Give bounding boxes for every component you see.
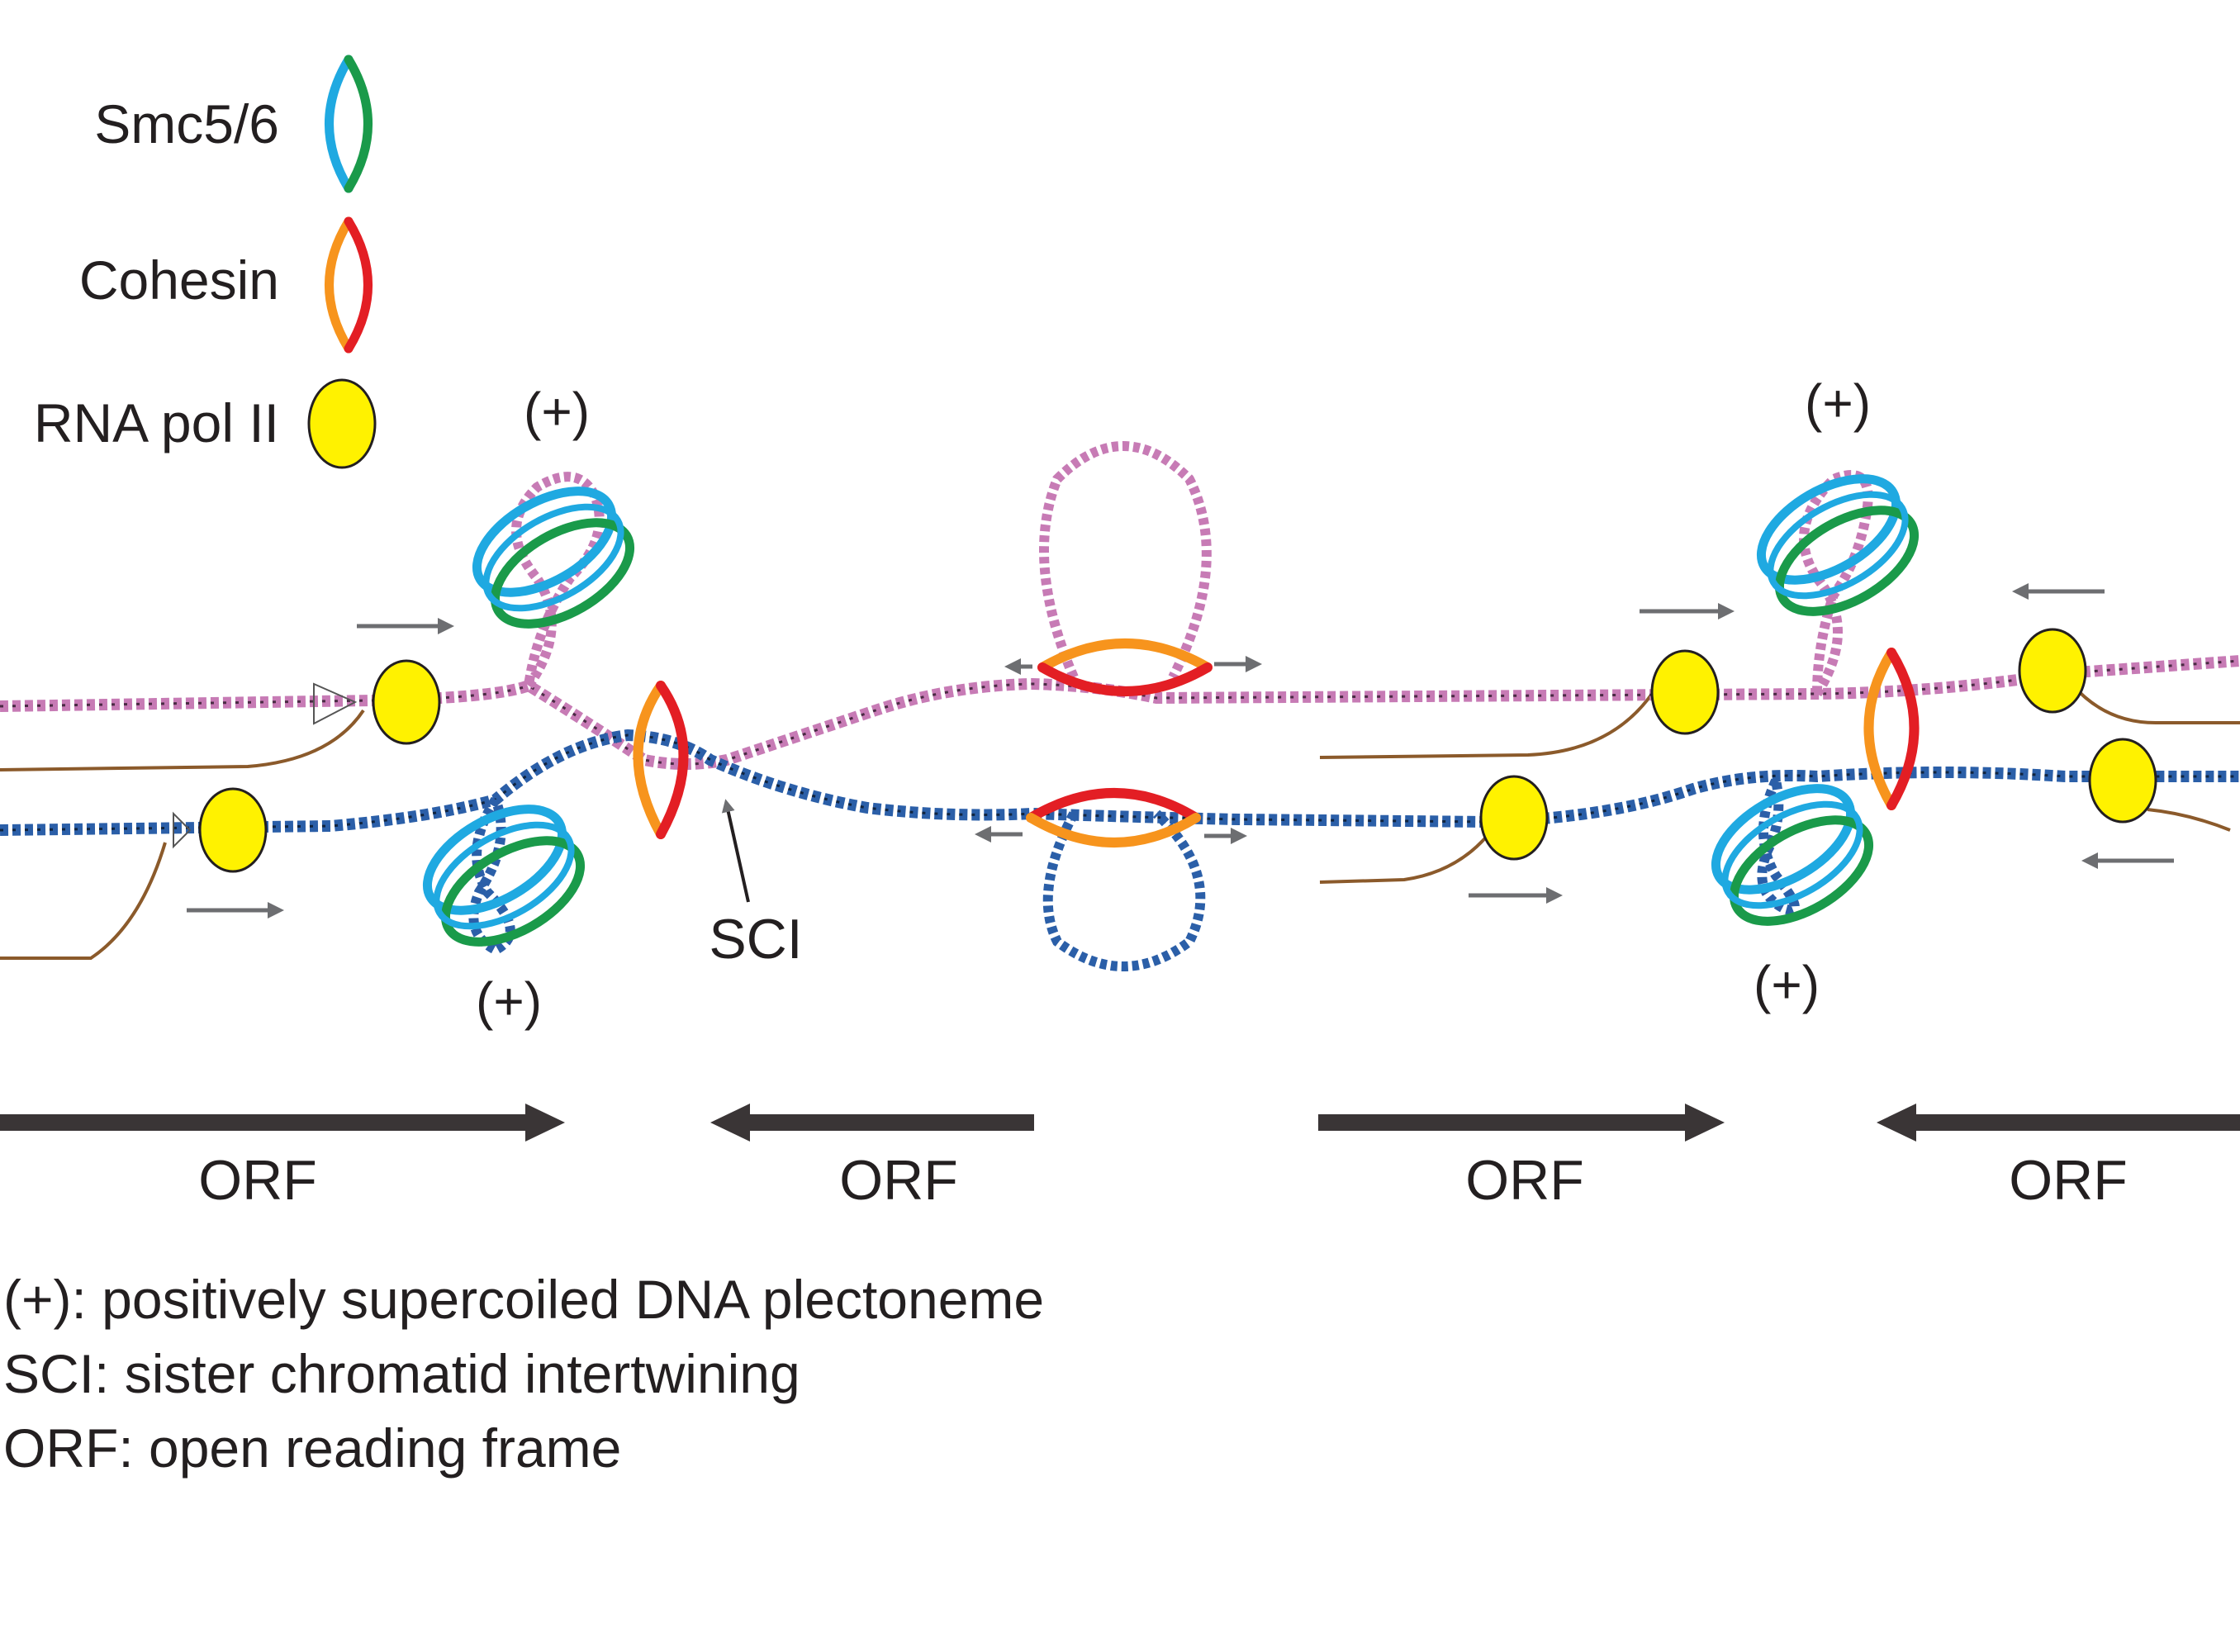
rna-transcript [1319,692,1654,759]
orf-arrow-left [1877,1104,2240,1142]
rna-pol-ii [313,659,441,745]
rna-transcript [0,842,167,960]
legend-rnapol-label: RNA pol II [34,392,279,453]
smc56-legend-icon [325,55,373,193]
definitions: (+): positively supercoiled DNA plectone… [3,1269,1044,1479]
loop-bottom [1042,809,1206,971]
plectoneme-right-bottom [1757,778,1800,915]
sci-pointer-arrow [721,799,750,903]
smc56-complex-right-top [1756,474,1920,616]
plectoneme-left-top [511,472,605,689]
smc56-complex-right-bottom [1711,784,1874,926]
chromatid-top [0,441,2240,770]
plectoneme-label-left-top: (+) [524,382,590,441]
smc56-complexes [422,474,1920,947]
rna-transcript [1319,824,1497,884]
rna-pol-ii [1479,775,1549,861]
definition-sci: SCI: sister chromatid intertwining [3,1343,800,1404]
plectoneme-labels: (+) (+) (+) (+) [476,373,1871,1031]
legend: Smc5/6 Cohesin RNA pol II [34,55,377,469]
rna-pol-ii [2018,628,2087,714]
orf-label: ORF [839,1149,958,1212]
definition-orf: ORF: open reading frame [3,1417,621,1479]
smc56-complex-left-top [472,487,635,629]
cohesin-ring-loop-top [1037,638,1213,696]
plectoneme-label-right-top: (+) [1805,373,1871,433]
cohesin-ring-loop-bottom [1026,788,1201,847]
orf-label: ORF [2009,1149,2128,1212]
orf-arrows [0,1104,2240,1142]
plectoneme-right-top [1799,470,1873,697]
orf-label: ORF [198,1149,317,1212]
orf-labels: ORF ORF ORF ORF [198,1149,2128,1212]
sci-label: SCI [709,908,802,971]
direction-arrows [187,583,2174,919]
rna-pol-ii [173,787,268,873]
cohesin-ring-right [1863,648,1920,810]
plectoneme-label-left-bottom: (+) [476,971,542,1031]
dna-backbone-blue [0,733,2240,832]
loop-top [1039,441,1212,680]
definition-plectoneme: (+): positively supercoiled DNA plectone… [3,1269,1044,1330]
rna-pol-ii [2088,738,2157,824]
orf-arrow-left [710,1104,1034,1142]
cohesin-legend-icon [325,216,373,354]
cohesin-ring-sci-left [633,681,689,839]
orf-label: ORF [1465,1149,1584,1212]
rna-transcript [0,709,365,771]
smc56-complex-left-bottom [422,805,586,947]
plectoneme-label-right-bottom: (+) [1754,955,1820,1014]
rna-transcript [2072,684,2240,724]
rna-pol-ii-group [173,628,2157,873]
legend-smc56-label: Smc5/6 [94,93,279,154]
cohesin-rings [633,638,1920,847]
orf-arrow-right [1318,1104,1725,1142]
rna-pol-ii [1650,649,1720,735]
rna-transcripts [0,684,2240,960]
legend-cohesin-label: Cohesin [79,249,279,311]
rnapol-legend-icon [307,378,377,469]
rna-transcript [2147,808,2231,832]
dna-backbone-pink [0,659,2240,766]
orf-arrow-right [0,1104,565,1142]
